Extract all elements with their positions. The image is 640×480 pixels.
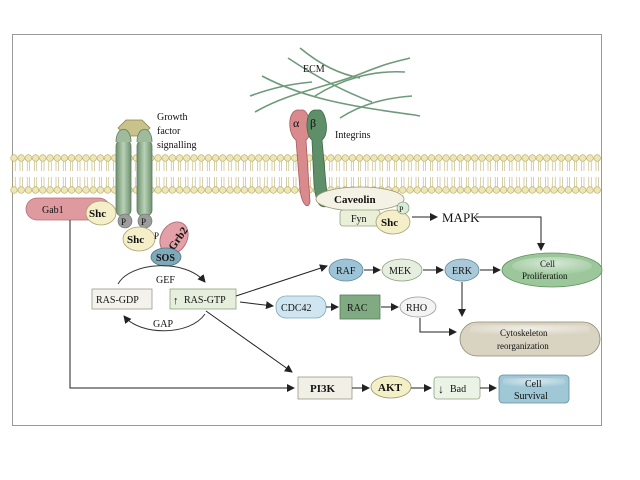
arrow-gab1-pi3k <box>69 220 295 392</box>
gab1-label: Gab1 <box>42 205 64 216</box>
phospho-p-3: P <box>154 231 159 241</box>
growth-factor-label-line3: signalling <box>157 140 196 151</box>
integrin-complex: α β <box>289 109 329 208</box>
figure-frame <box>12 34 602 426</box>
svg-text:P: P <box>121 217 126 227</box>
growth-factor-receptor <box>115 119 153 217</box>
gef-arrow <box>117 265 206 285</box>
rho-node: RHO <box>399 296 437 318</box>
growth-factor-label-line2: factor <box>157 126 181 137</box>
alpha-label: α <box>293 116 300 130</box>
svg-text:Shc: Shc <box>89 208 106 220</box>
svg-text:Cytoskeleton: Cytoskeleton <box>500 328 548 338</box>
mapk-label: MAPK <box>442 210 480 225</box>
growth-factor-label-line1: Growth <box>157 112 188 123</box>
svg-text:Cell: Cell <box>540 259 555 269</box>
phospho-p-1: P <box>117 213 133 229</box>
arrow-ras-cdc42 <box>239 301 274 310</box>
fyn-node: Fyn <box>339 209 381 227</box>
ras-gdp-node: RAS-GDP <box>91 288 153 310</box>
arrow-ras-raf <box>235 264 328 297</box>
gap-label: GAP <box>153 319 173 330</box>
cytoskeleton-node: Cytoskeleton reorganization <box>459 321 601 357</box>
phospho-p-2: P <box>137 213 153 229</box>
svg-text:Proliferation: Proliferation <box>522 271 568 281</box>
svg-text:↑: ↑ <box>173 295 179 307</box>
svg-text:Shc: Shc <box>381 217 398 229</box>
svg-text:RAC: RAC <box>347 303 368 314</box>
svg-text:RAS-GTP: RAS-GTP <box>184 295 226 306</box>
phospho-p-4: P <box>396 201 410 215</box>
ecm-fibers <box>249 47 421 119</box>
svg-text:↓: ↓ <box>438 382 444 396</box>
gef-label: GEF <box>156 275 175 286</box>
arrow-rho-cytoskeleton <box>419 318 457 336</box>
svg-text:P: P <box>141 217 146 227</box>
svg-text:SOS: SOS <box>156 253 175 264</box>
svg-text:CDC42: CDC42 <box>281 303 312 314</box>
svg-text:P: P <box>399 205 404 214</box>
svg-text:Caveolin: Caveolin <box>334 194 376 206</box>
arrow-ras-pi3k <box>205 310 293 373</box>
gap-arrow <box>123 313 206 332</box>
svg-text:Shc: Shc <box>127 234 144 246</box>
arrow-mapk-proliferation <box>476 216 545 251</box>
svg-text:RAS-GDP: RAS-GDP <box>96 295 139 306</box>
svg-text:Survival: Survival <box>514 391 548 402</box>
svg-text:ERK: ERK <box>452 266 473 277</box>
svg-text:Bad: Bad <box>450 384 466 395</box>
ecm-label: ECM <box>303 64 325 75</box>
svg-text:RAF: RAF <box>336 266 356 277</box>
shc-node-integrin: Shc <box>375 209 411 235</box>
pathway-arrows <box>69 213 545 392</box>
bad-node: ↓ Bad <box>433 376 481 400</box>
svg-text:Cell: Cell <box>525 379 542 390</box>
integrin-beta-subunit <box>306 109 329 208</box>
shc-node-adaptor: Shc <box>122 226 156 252</box>
ras-gtp-node: RAS-GTP ↑ <box>169 288 237 310</box>
svg-text:MEK: MEK <box>389 266 412 277</box>
akt-node: AKT <box>370 375 412 399</box>
raf-node: RAF <box>328 258 364 282</box>
sos-node: SOS <box>150 247 182 267</box>
shc-node-receptor: Shc <box>85 200 117 226</box>
svg-text:PI3K: PI3K <box>310 383 336 395</box>
rac-node: RAC <box>339 294 381 320</box>
cell-proliferation-node: Cell Proliferation <box>501 252 603 288</box>
pi3k-node: PI3K <box>297 376 353 400</box>
svg-text:reorganization: reorganization <box>497 341 549 351</box>
cdc42-node: CDC42 <box>275 295 327 319</box>
beta-label: β <box>310 116 316 130</box>
caveolin-node: Caveolin <box>315 186 405 212</box>
integrins-label: Integrins <box>335 130 371 141</box>
svg-text:RHO: RHO <box>406 303 427 314</box>
mek-node: MEK <box>381 258 423 282</box>
svg-text:Fyn: Fyn <box>351 214 367 225</box>
erk-node: ERK <box>444 258 480 282</box>
cell-survival-node: Cell Survival <box>498 374 570 404</box>
svg-text:AKT: AKT <box>378 382 403 394</box>
